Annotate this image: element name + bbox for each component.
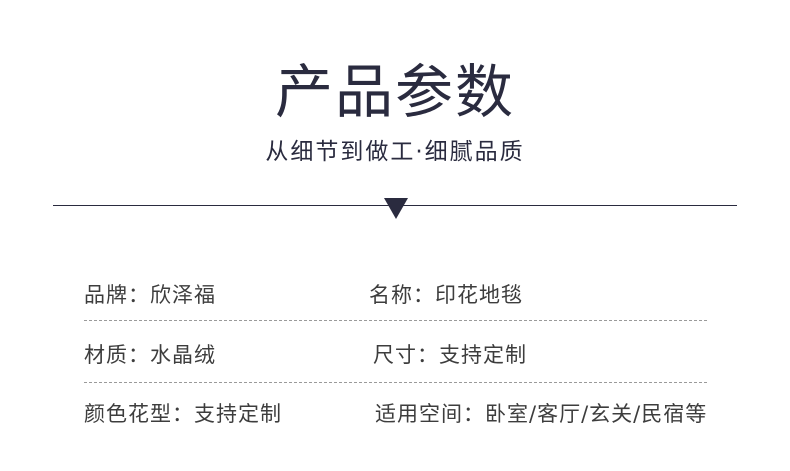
spec-material: 材质：水晶绒	[84, 343, 216, 367]
dashed-separator	[84, 382, 707, 383]
page-title: 产品参数	[274, 58, 515, 126]
spec-name: 名称：印花地毯	[369, 283, 523, 307]
page-subtitle: 从细节到做工·细腻品质	[265, 139, 525, 165]
spec-applicable-space: 适用空间：卧室/客厅/玄关/民宿等	[375, 402, 708, 426]
spec-size: 尺寸：支持定制	[373, 343, 527, 367]
spec-color-pattern: 颜色花型：支持定制	[84, 402, 282, 426]
dashed-separator	[84, 320, 707, 321]
triangle-down-icon	[384, 198, 408, 219]
spec-brand: 品牌：欣泽福	[84, 283, 216, 307]
